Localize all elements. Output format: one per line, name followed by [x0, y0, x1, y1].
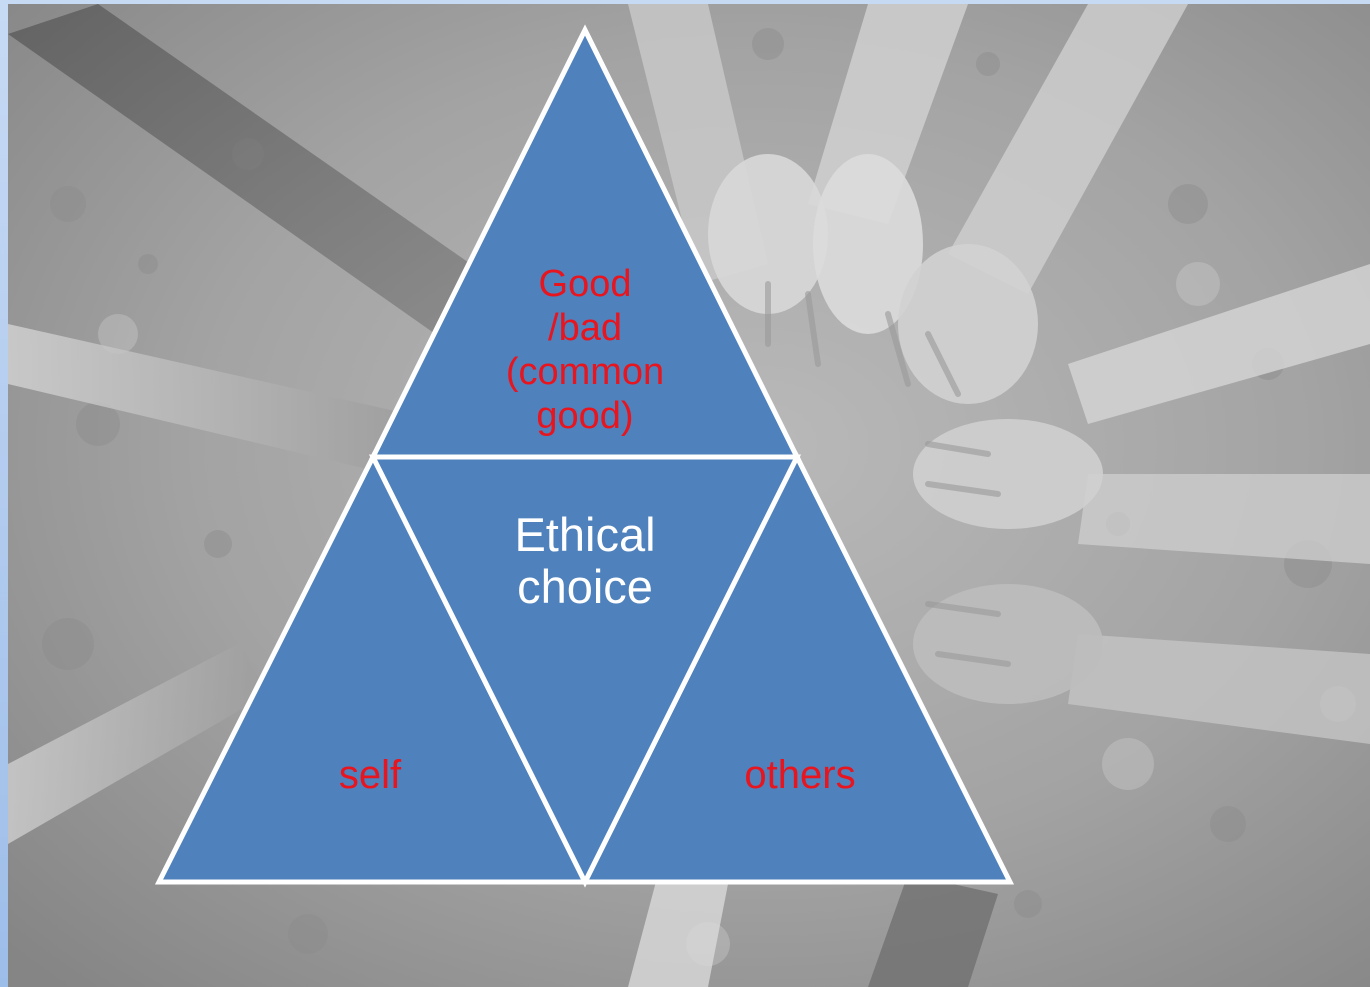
top-triangle-label: Good /bad (common good)	[480, 262, 690, 438]
center-triangle-label: Ethical choice	[470, 509, 700, 613]
center-triangle	[368, 454, 802, 888]
center-label-line-2: choice	[517, 560, 653, 613]
top-label-line-2: /bad	[548, 307, 622, 349]
top-label-line-3: (common	[505, 351, 665, 393]
right-triangle-label: others	[744, 753, 856, 797]
top-label-line-4: good)	[536, 395, 634, 437]
top-label-line-1: Good	[538, 263, 632, 305]
left-triangle-label: self	[338, 753, 402, 797]
center-label-line-1: Ethical	[514, 508, 656, 561]
